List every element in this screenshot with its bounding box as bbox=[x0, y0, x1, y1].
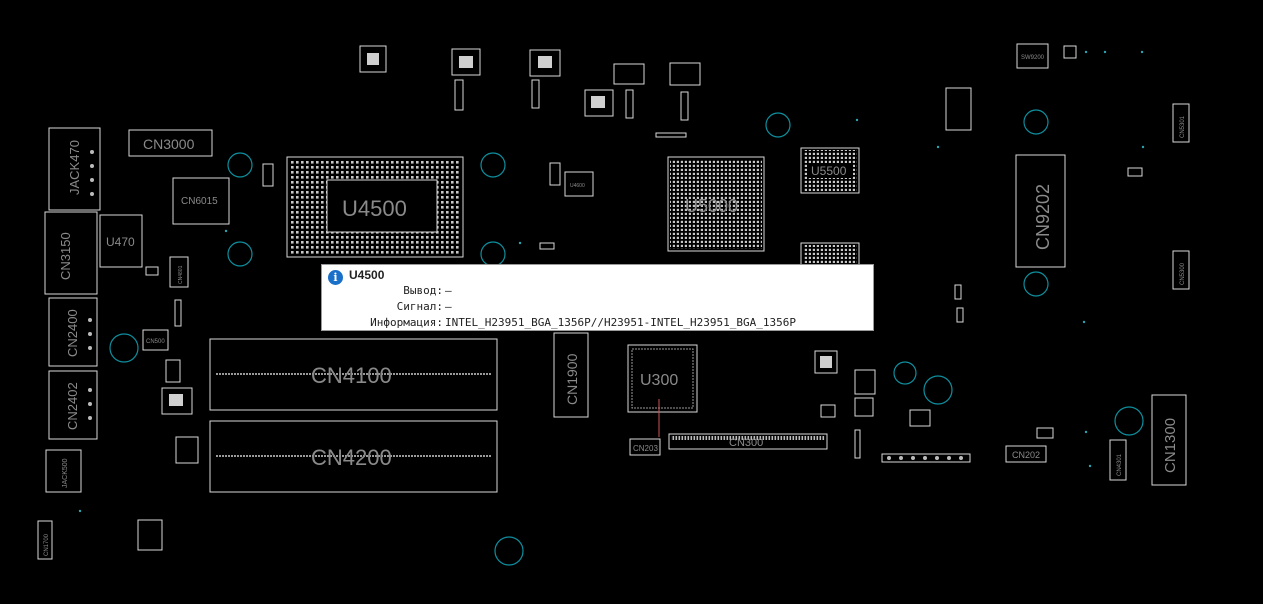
component-sw9200[interactable]: SW9200 bbox=[1016, 43, 1049, 69]
label-cn2400: CN2400 bbox=[65, 309, 80, 357]
label-cn300: CN300 bbox=[729, 437, 763, 449]
label-u4500: U4500 bbox=[342, 196, 407, 221]
component-u5501[interactable] bbox=[800, 242, 860, 266]
label-u300: U300 bbox=[640, 372, 678, 389]
label-cn203: CN203 bbox=[633, 444, 658, 453]
component-cn4801[interactable]: CN4801 bbox=[169, 256, 189, 288]
component-cn3000[interactable]: CN3000 bbox=[128, 129, 213, 157]
label-cn1700: CN1700 bbox=[44, 533, 50, 556]
label-jack500: JACK500 bbox=[62, 458, 69, 488]
tooltip-value-signal: — bbox=[445, 300, 452, 313]
label-cn4100: CN4100 bbox=[311, 363, 392, 388]
label-cn3000: CN3000 bbox=[143, 136, 195, 152]
label-cn4200: CN4200 bbox=[311, 445, 392, 470]
teal-markers bbox=[78, 50, 1145, 513]
component-cn9202[interactable]: CN9202 bbox=[1015, 154, 1066, 268]
label-cn3150: CN3150 bbox=[58, 232, 73, 280]
label-cn5300: CN5300 bbox=[1180, 262, 1186, 285]
component-cn4301[interactable]: CN4301 bbox=[1109, 439, 1127, 481]
component-cn1700[interactable]: CN1700 bbox=[37, 520, 53, 560]
component-u470[interactable]: U470 bbox=[99, 214, 143, 268]
component-cn4100[interactable]: CN4100 bbox=[209, 338, 498, 411]
label-jack470: JACK470 bbox=[67, 140, 82, 195]
component-cn6015[interactable]: CN6015 bbox=[172, 177, 230, 225]
tooltip-row-pin: Вывод: — bbox=[322, 283, 875, 298]
label-u5500: U5500 bbox=[811, 164, 847, 178]
label-u470: U470 bbox=[106, 235, 135, 249]
component-cn300[interactable]: CN300 bbox=[668, 433, 828, 450]
component-jack470[interactable]: JACK470 bbox=[48, 127, 101, 211]
label-u4600: U4600 bbox=[570, 183, 585, 189]
component-cn500[interactable]: CN500 bbox=[142, 329, 169, 351]
label-cn9202: CN9202 bbox=[1033, 184, 1053, 250]
small-components bbox=[137, 45, 1143, 551]
component-cn203[interactable]: CN203 bbox=[629, 438, 661, 456]
label-u5000: U5000 bbox=[685, 196, 738, 216]
label-cn1300: CN1300 bbox=[1162, 418, 1179, 473]
tooltip-value-pin: — bbox=[445, 284, 452, 297]
label-cn6015: CN6015 bbox=[181, 196, 218, 207]
label-cn1900: CN1900 bbox=[564, 353, 580, 405]
label-cn500: CN500 bbox=[146, 339, 165, 345]
component-cn1300[interactable]: CN1300 bbox=[1151, 394, 1187, 486]
component-jack500[interactable]: JACK500 bbox=[45, 449, 82, 493]
component-cn3150[interactable]: CN3150 bbox=[44, 211, 98, 295]
tooltip-row-info: Информация: INTEL_H23951_BGA_1356P//H239… bbox=[322, 315, 875, 330]
component-cn4200[interactable]: CN4200 bbox=[209, 420, 498, 493]
tooltip-value-info: INTEL_H23951_BGA_1356P//H23951-INTEL_H23… bbox=[445, 316, 796, 329]
tooltip-key-signal: Сигнал: bbox=[396, 300, 443, 313]
label-sw9200: SW9200 bbox=[1021, 55, 1045, 61]
component-info-tooltip: i U4500 Вывод: — Сигнал: — Информация: I… bbox=[321, 264, 874, 331]
component-u4500[interactable]: U4500 bbox=[286, 156, 464, 258]
test-points bbox=[109, 109, 1144, 566]
label-cn4301: CN4301 bbox=[1117, 453, 1123, 476]
component-u5500[interactable]: U5500 bbox=[800, 147, 860, 194]
label-cn2402: CN2402 bbox=[65, 382, 80, 430]
tooltip-title: U4500 bbox=[349, 268, 385, 282]
tooltip-key-pin: Вывод: bbox=[403, 284, 443, 297]
component-cn202[interactable]: CN202 bbox=[1005, 445, 1047, 463]
info-icon: i bbox=[328, 270, 343, 285]
tooltip-key-info: Информация: bbox=[370, 316, 443, 329]
component-u300[interactable]: U300 bbox=[627, 344, 698, 413]
tooltip-row-signal: Сигнал: — bbox=[322, 299, 875, 314]
component-cn2400[interactable]: CN2400 bbox=[48, 297, 98, 367]
label-cn202: CN202 bbox=[1012, 450, 1040, 460]
label-cn5301: CN5301 bbox=[1180, 115, 1186, 138]
component-cn5301[interactable]: CN5301 bbox=[1172, 103, 1190, 143]
pad-dots bbox=[88, 150, 963, 460]
component-u5000[interactable]: U5000 bbox=[667, 156, 765, 252]
component-cn2402[interactable]: CN2402 bbox=[48, 370, 98, 440]
component-u4600[interactable]: U4600 bbox=[564, 171, 594, 197]
label-cn4801: CN4801 bbox=[178, 265, 184, 284]
component-cn5300[interactable]: CN5300 bbox=[1172, 250, 1190, 290]
component-cn1900[interactable]: CN1900 bbox=[553, 332, 589, 418]
